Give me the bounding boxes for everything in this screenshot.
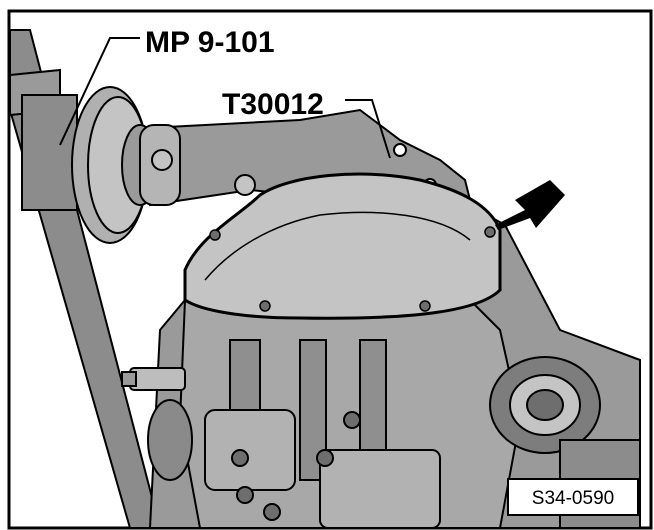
figure-id-box bbox=[507, 478, 639, 516]
gearbox-cover bbox=[183, 172, 502, 320]
callout-t30012: T30012 bbox=[222, 88, 324, 121]
callout-mp-9-101: MP 9-101 bbox=[145, 26, 275, 59]
leader-line-t30012 bbox=[345, 99, 391, 159]
leader-line-mp bbox=[59, 37, 140, 146]
indicator-arrow-icon bbox=[495, 180, 565, 230]
gearbox-housing bbox=[147, 198, 641, 529]
sensor-plug bbox=[121, 367, 186, 391]
figure-id: S34-0590 bbox=[532, 488, 614, 509]
puller-tool bbox=[21, 86, 181, 244]
housing-bolts bbox=[231, 411, 361, 521]
